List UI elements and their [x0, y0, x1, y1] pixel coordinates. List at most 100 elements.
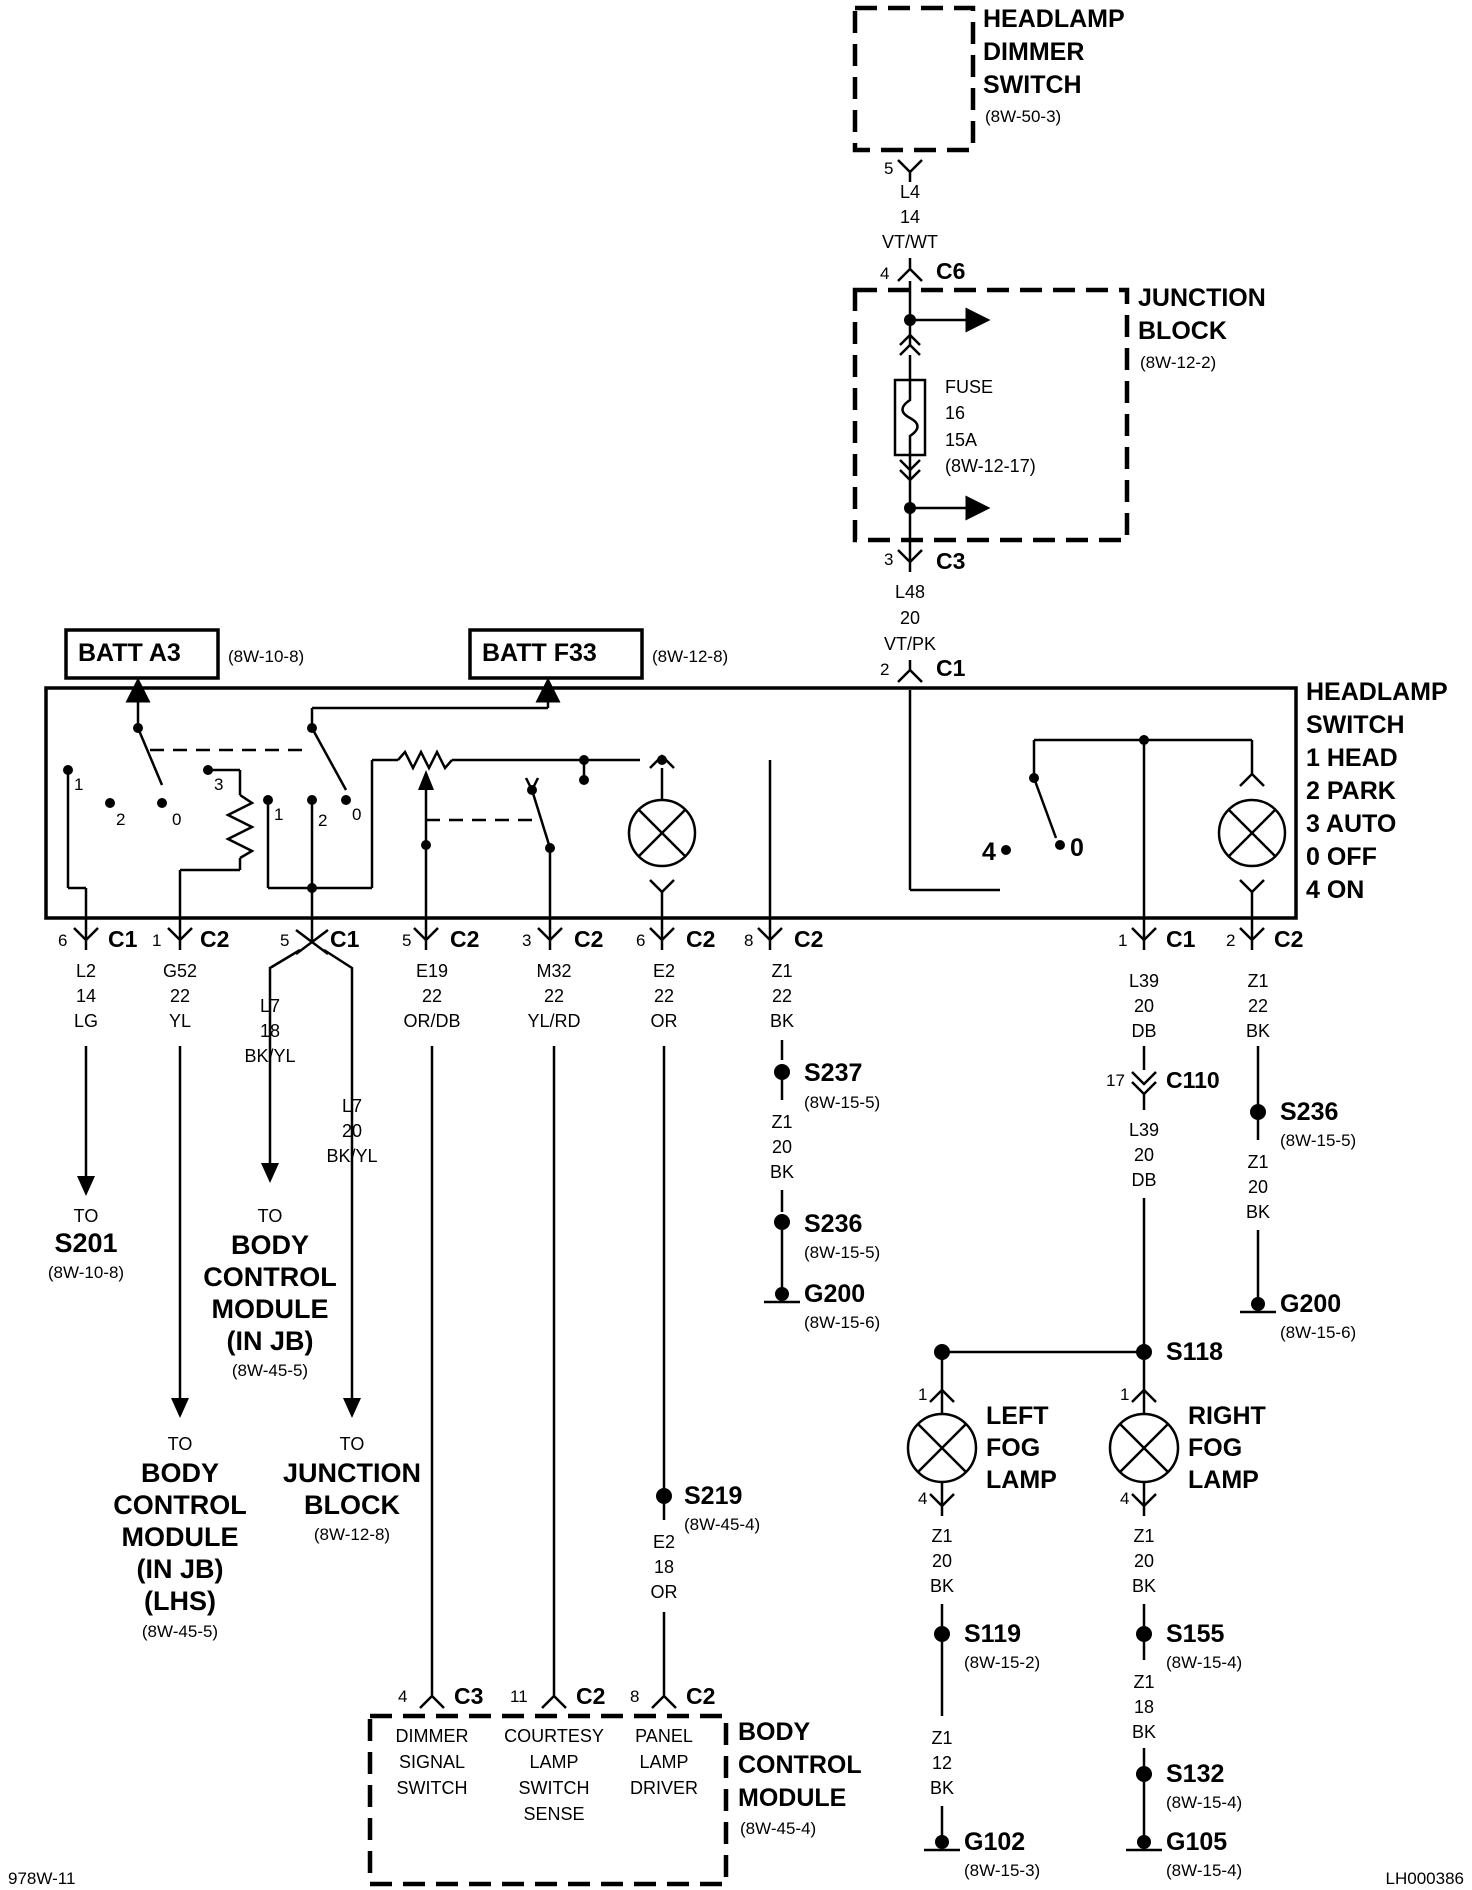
- svg-text:C1: C1: [1166, 926, 1196, 952]
- svg-text:S119: S119: [964, 1620, 1021, 1648]
- svg-text:DIMMER: DIMMER: [396, 1726, 469, 1746]
- figure-code: 978W-11: [8, 1869, 75, 1888]
- svg-text:20: 20: [932, 1551, 952, 1571]
- right-fog-lamp: RIGHT FOG LAMP: [1108, 1402, 1266, 1494]
- svg-text:(8W-15-4): (8W-15-4): [1166, 1861, 1242, 1880]
- svg-text:0 OFF: 0 OFF: [1306, 843, 1377, 871]
- svg-text:SIGNAL: SIGNAL: [399, 1752, 465, 1772]
- svg-text:S236: S236: [804, 1210, 862, 1238]
- lamp-icon: [1217, 798, 1287, 868]
- pin-label: 2: [880, 660, 889, 679]
- svg-text:(8W-10-8): (8W-10-8): [228, 647, 304, 666]
- svg-text:Z1: Z1: [1133, 1672, 1154, 1692]
- svg-text:20: 20: [342, 1121, 362, 1141]
- svg-text:BK: BK: [1246, 1202, 1270, 1222]
- svg-text:22: 22: [544, 986, 564, 1006]
- terminal-icon: [899, 459, 921, 482]
- pin-label: 8: [630, 1687, 639, 1706]
- junction-block: JUNCTION BLOCK (8W-12-2): [852, 284, 1266, 543]
- svg-text:(LHS): (LHS): [144, 1586, 216, 1616]
- svg-text:BK: BK: [1246, 1021, 1270, 1041]
- svg-text:RIGHT: RIGHT: [1188, 1402, 1266, 1430]
- svg-text:TO: TO: [258, 1206, 283, 1226]
- svg-text:1: 1: [274, 805, 283, 824]
- svg-text:BK: BK: [930, 1576, 954, 1596]
- female-terminal-icon: [897, 549, 923, 572]
- svg-text:16: 16: [945, 403, 965, 423]
- wire-label-l7-20: L7 20 BK/YL: [326, 1096, 377, 1166]
- svg-text:(IN JB): (IN JB): [137, 1554, 224, 1584]
- svg-text:C2: C2: [450, 926, 479, 952]
- svg-text:1: 1: [1118, 931, 1127, 950]
- svg-text:(IN JB): (IN JB): [227, 1326, 314, 1356]
- pin-label: 1: [918, 1385, 927, 1404]
- svg-text:(8W-15-5): (8W-15-5): [1280, 1131, 1356, 1150]
- svg-text:TO: TO: [340, 1434, 365, 1454]
- svg-text:SWITCH: SWITCH: [983, 71, 1082, 99]
- svg-text:YL: YL: [169, 1011, 191, 1031]
- svg-text:SWITCH: SWITCH: [1306, 711, 1405, 739]
- wire-label-l48: L48 20 VT/PK: [884, 582, 936, 654]
- svg-text:PANEL: PANEL: [635, 1726, 693, 1746]
- svg-text:DB: DB: [1131, 1021, 1156, 1041]
- wire-label-z1-22-right: Z1 22 BK: [1246, 971, 1270, 1041]
- svg-text:MODULE: MODULE: [212, 1294, 329, 1324]
- svg-text:CONTROL: CONTROL: [203, 1262, 336, 1292]
- wire-label-g52: G52 22 YL: [163, 961, 197, 1031]
- svg-text:JUNCTION: JUNCTION: [1138, 284, 1266, 312]
- svg-text:DB: DB: [1131, 1170, 1156, 1190]
- svg-text:C2: C2: [200, 926, 229, 952]
- svg-text:Z1: Z1: [1247, 971, 1268, 991]
- svg-text:3 AUTO: 3 AUTO: [1306, 810, 1396, 838]
- wire-label-e2-22: E2 22 OR: [651, 961, 678, 1031]
- svg-text:G52: G52: [163, 961, 197, 981]
- svg-text:22: 22: [1248, 996, 1268, 1016]
- connector-label-c110: C110: [1166, 1067, 1220, 1093]
- svg-text:(8W-12-2): (8W-12-2): [1140, 353, 1216, 372]
- splice-s236-right: S236 (8W-15-5): [1280, 1098, 1356, 1150]
- male-terminal-icon: [897, 258, 923, 282]
- connector-label-c1: C1: [936, 655, 966, 681]
- svg-text:HEADLAMP: HEADLAMP: [1306, 678, 1448, 706]
- svg-text:DRIVER: DRIVER: [630, 1778, 698, 1798]
- connector-label-c3: C3: [454, 1683, 483, 1709]
- svg-text:LEFT: LEFT: [986, 1402, 1049, 1430]
- svg-text:C2: C2: [1274, 926, 1303, 952]
- svg-text:BK/YL: BK/YL: [244, 1046, 295, 1066]
- svg-text:C2: C2: [574, 926, 603, 952]
- pin-label: 4: [918, 1489, 927, 1508]
- svg-text:(8W-15-5): (8W-15-5): [804, 1093, 880, 1112]
- svg-text:C2: C2: [686, 926, 715, 952]
- svg-text:(8W-15-3): (8W-15-3): [964, 1861, 1040, 1880]
- svg-text:G102: G102: [964, 1828, 1025, 1856]
- svg-text:4: 4: [982, 838, 996, 866]
- svg-text:(8W-12-17): (8W-12-17): [945, 456, 1036, 476]
- svg-text:FOG: FOG: [1188, 1434, 1242, 1462]
- svg-text:E19: E19: [416, 961, 448, 981]
- splice-s118: S118: [1166, 1338, 1223, 1366]
- svg-text:0: 0: [1070, 834, 1084, 862]
- wire-label-z1-20-left-fog: Z1 20 BK: [930, 1526, 954, 1596]
- svg-text:BODY: BODY: [141, 1458, 219, 1488]
- svg-text:LAMP: LAMP: [1188, 1466, 1259, 1494]
- svg-text:(8W-15-5): (8W-15-5): [804, 1243, 880, 1262]
- svg-text:22: 22: [422, 986, 442, 1006]
- svg-text:(8W-15-4): (8W-15-4): [1166, 1793, 1242, 1812]
- headlamp-dimmer-switch: HEADLAMP DIMMER SWITCH (8W-50-3): [852, 5, 1125, 153]
- svg-text:BODY: BODY: [231, 1230, 309, 1260]
- svg-text:OR/DB: OR/DB: [403, 1011, 460, 1031]
- splice-s132: S132 (8W-15-4): [1166, 1760, 1242, 1812]
- svg-text:CONTROL: CONTROL: [738, 1751, 862, 1779]
- svg-text:LAMP: LAMP: [986, 1466, 1057, 1494]
- connector-label-c2: C2: [576, 1683, 605, 1709]
- svg-text:MODULE: MODULE: [122, 1522, 239, 1552]
- destination-junction-block: TO JUNCTION BLOCK (8W-12-8): [283, 1434, 421, 1544]
- male-terminal-icon: [897, 660, 923, 683]
- svg-text:(8W-45-5): (8W-45-5): [232, 1361, 308, 1380]
- svg-text:LG: LG: [74, 1011, 98, 1031]
- svg-text:S132: S132: [1166, 1760, 1224, 1788]
- svg-text:CONTROL: CONTROL: [113, 1490, 246, 1520]
- svg-text:LAMP: LAMP: [529, 1752, 578, 1772]
- svg-text:20: 20: [1134, 1145, 1154, 1165]
- svg-text:S201: S201: [54, 1228, 117, 1258]
